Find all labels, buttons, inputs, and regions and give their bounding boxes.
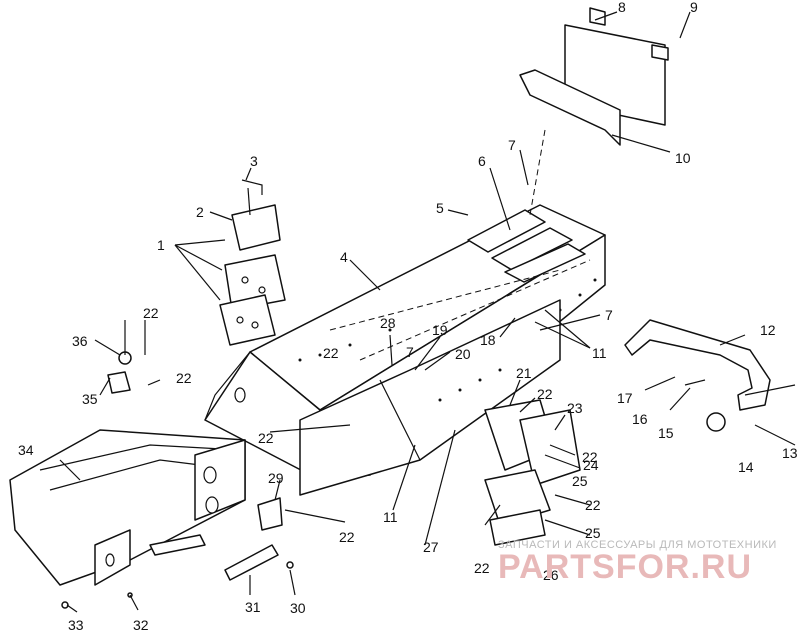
callout-30: 30 (290, 600, 306, 616)
suspension-mount (484, 399, 581, 546)
callout-18: 18 (480, 332, 496, 348)
callout-17: 17 (617, 390, 633, 406)
callout-3: 3 (250, 153, 258, 169)
watermark-logo: PARTSFOR.RU (498, 548, 752, 586)
callout-22d: 22 (258, 430, 274, 446)
callout-22c: 22 (323, 345, 339, 361)
callout-7b: 7 (605, 307, 613, 323)
callout-19: 19 (432, 322, 448, 338)
callout-21: 21 (516, 365, 532, 381)
callout-22i: 22 (474, 560, 490, 576)
callout-13: 13 (782, 445, 798, 461)
callout-11b: 11 (383, 509, 398, 525)
callout-8: 8 (618, 0, 626, 15)
callout-10: 10 (675, 150, 691, 166)
watermark: ЗАПЧАСТИ И АКСЕССУАРЫ ДЛЯ МОТОТЕХНИКИ PA… (498, 539, 777, 586)
rear-flap-assembly (519, 7, 669, 216)
callout-23: 23 (567, 400, 583, 416)
callout-22e: 22 (339, 529, 355, 545)
callout-22f: 22 (537, 386, 553, 402)
callout-4: 4 (340, 249, 348, 265)
callout-25a: 25 (572, 473, 588, 489)
callout-27: 27 (423, 539, 439, 555)
callout-14: 14 (738, 459, 754, 475)
callout-11a: 11 (592, 345, 607, 361)
callout-7c: 7 (406, 344, 414, 360)
callout-26: 26 (543, 567, 559, 583)
callout-32: 32 (133, 617, 149, 631)
callout-31: 31 (245, 599, 261, 615)
callout-labels: 1 2 3 4 5 6 7 7 7 8 9 10 11 11 12 13 14 … (18, 0, 798, 631)
callout-9: 9 (690, 0, 698, 15)
callout-25b: 25 (585, 525, 601, 541)
callout-22g: 22 (582, 449, 598, 465)
callout-6: 6 (478, 153, 486, 169)
watermark-tagline: ЗАПЧАСТИ И АКСЕССУАРЫ ДЛЯ МОТОТЕХНИКИ (498, 539, 777, 551)
callout-2: 2 (196, 204, 204, 220)
callout-35: 35 (82, 391, 98, 407)
callout-22b: 22 (176, 370, 192, 386)
callout-33: 33 (68, 617, 84, 631)
leader-lines (59, 11, 746, 613)
callout-20: 20 (455, 346, 471, 362)
front-chassis (9, 429, 246, 586)
callout-7a: 7 (508, 137, 516, 153)
callout-16: 16 (632, 411, 648, 427)
callout-24: 24 (583, 457, 599, 473)
callout-1: 1 (157, 237, 165, 253)
callout-28: 28 (380, 315, 396, 331)
callout-12: 12 (760, 322, 776, 338)
callout-29: 29 (268, 470, 284, 486)
callout-22h: 22 (585, 497, 601, 513)
shock-bracket-assembly (219, 179, 286, 346)
callout-34: 34 (18, 442, 34, 458)
side-panel (299, 299, 561, 496)
rear-bumper-handle (624, 319, 796, 446)
callout-5: 5 (436, 200, 444, 216)
callout-36: 36 (72, 333, 88, 349)
callout-15: 15 (658, 425, 674, 441)
callout-22a: 22 (143, 305, 159, 321)
